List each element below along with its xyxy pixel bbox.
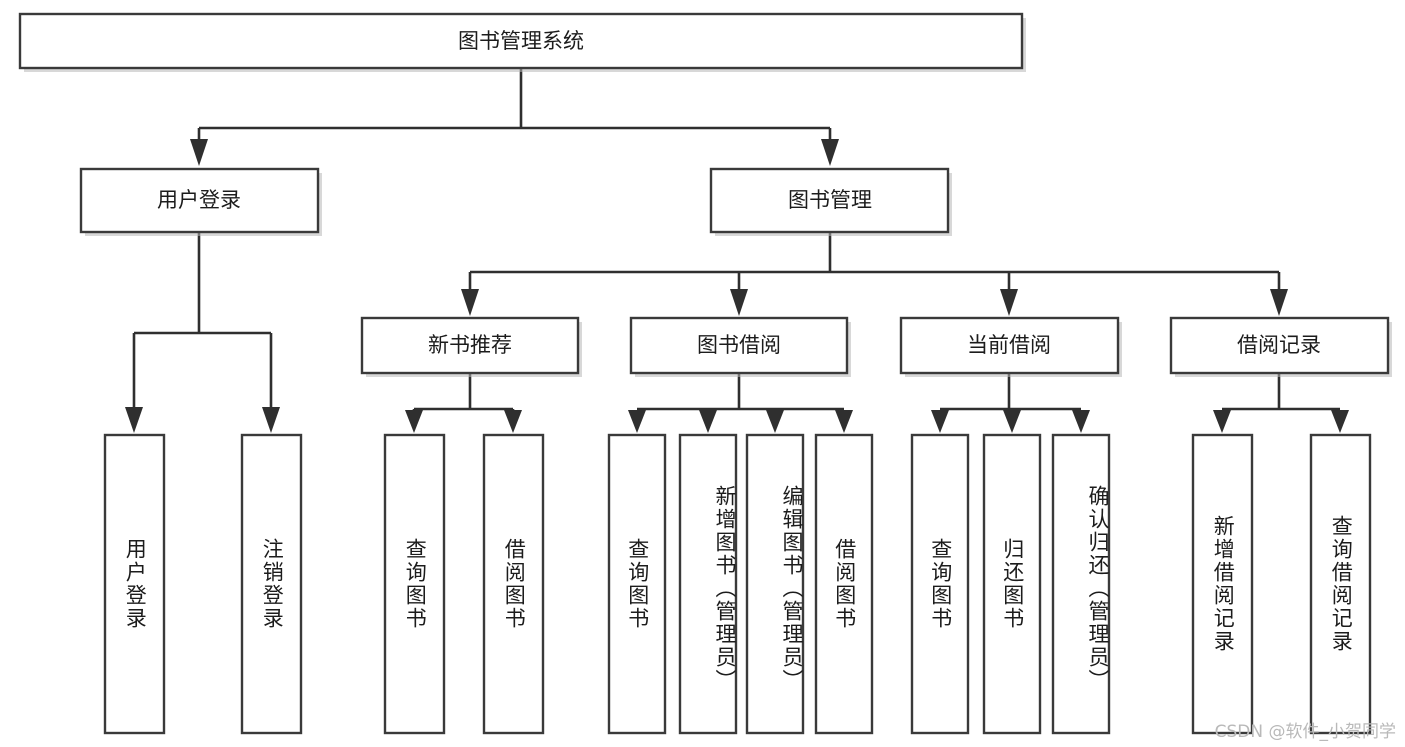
root-label: 图书管理系统 xyxy=(458,29,584,53)
new-book-recommend-label: 新书推荐 xyxy=(428,333,512,357)
connector-group-book-borrow xyxy=(628,373,853,433)
arrow-head-user-login xyxy=(190,139,208,166)
arrow-head-leaf-borrow-book-2 xyxy=(835,410,853,433)
arrow-head-leaf-query-book-3 xyxy=(931,410,949,433)
leaf-user-login-box[interactable] xyxy=(103,433,166,735)
node-book-manage[interactable]: 图书管理 xyxy=(709,167,952,236)
node-book-borrow[interactable]: 图书借阅 xyxy=(629,316,851,377)
borrow-record-box xyxy=(1169,316,1390,375)
arrow-head-current-borrow xyxy=(1000,289,1018,316)
connector-group-book-manage xyxy=(461,232,1288,316)
arrow-head-leaf-confirm-return-admin xyxy=(1072,410,1090,433)
leaf-user-logout-box[interactable] xyxy=(240,433,303,735)
leaf-add-book-admin-box[interactable] xyxy=(678,433,738,735)
arrow-head-leaf-user-logout xyxy=(262,407,280,433)
arrow-head-leaf-user-login xyxy=(125,407,143,433)
book-manage-label: 图书管理 xyxy=(788,188,872,212)
connector-group-root xyxy=(190,68,839,166)
leaf-query-book-1-box[interactable] xyxy=(383,433,446,735)
arrow-head-leaf-return-book xyxy=(1003,410,1021,433)
arrow-head-book-borrow xyxy=(730,289,748,316)
leaf-query-book-2-box[interactable] xyxy=(607,433,667,735)
user-login-label: 用户登录 xyxy=(157,188,241,212)
arrow-head-leaf-query-borrow-record xyxy=(1331,410,1349,433)
current-borrow-box xyxy=(899,316,1120,375)
arrow-head-new-book-recommend xyxy=(461,289,479,316)
connector-group-new-book-recommend xyxy=(405,373,522,433)
arrow-head-borrow-record xyxy=(1270,289,1288,316)
node-root[interactable]: 图书管理系统 xyxy=(18,12,1026,72)
arrow-head-leaf-query-book-1 xyxy=(405,410,423,433)
arrow-head-book-manage xyxy=(821,139,839,166)
arrow-head-leaf-query-book-2 xyxy=(628,410,646,433)
root-box xyxy=(18,12,1024,70)
node-new-book-recommend[interactable]: 新书推荐 xyxy=(360,316,582,377)
connector-group-user-login xyxy=(125,232,280,433)
book-borrow-box xyxy=(629,316,849,375)
arrow-head-leaf-edit-book-admin xyxy=(766,410,784,433)
leaf-query-borrow-record-box[interactable] xyxy=(1309,433,1372,735)
node-current-borrow[interactable]: 当前借阅 xyxy=(899,316,1122,377)
book-borrow-label: 图书借阅 xyxy=(697,333,781,357)
leaf-boxes xyxy=(103,433,1372,735)
leaf-borrow-book-1-box[interactable] xyxy=(482,433,545,735)
arrow-head-leaf-borrow-book-1 xyxy=(504,410,522,433)
leaf-return-book-box[interactable] xyxy=(982,433,1042,735)
leaf-confirm-return-admin-box[interactable] xyxy=(1051,433,1111,735)
arrow-head-leaf-add-borrow-record xyxy=(1213,410,1231,433)
user-login-box xyxy=(79,167,320,234)
book-manage-box xyxy=(709,167,950,234)
node-user-login[interactable]: 用户登录 xyxy=(79,167,322,236)
connector-group-current-borrow xyxy=(931,373,1090,433)
leaf-borrow-book-2-box[interactable] xyxy=(814,433,874,735)
leaf-add-borrow-record-box[interactable] xyxy=(1191,433,1254,735)
leaf-edit-book-admin-box[interactable] xyxy=(745,433,805,735)
arrow-head-leaf-add-book-admin xyxy=(699,410,717,433)
connector-group-borrow-record xyxy=(1213,373,1349,433)
node-borrow-record[interactable]: 借阅记录 xyxy=(1169,316,1392,377)
csdn-watermark: CSDN @软件_小贺同学 xyxy=(1214,722,1396,742)
new-book-recommend-box xyxy=(360,316,580,375)
current-borrow-label: 当前借阅 xyxy=(967,333,1051,357)
borrow-record-label: 借阅记录 xyxy=(1237,333,1321,357)
leaf-query-book-3-box[interactable] xyxy=(910,433,970,735)
